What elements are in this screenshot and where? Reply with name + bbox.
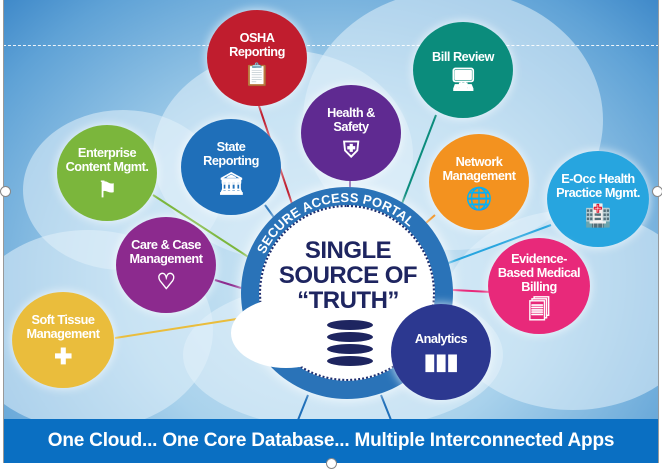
monitor-billing-icon: 🖥 xyxy=(449,66,477,92)
app-label: Care & Case Management xyxy=(129,236,203,266)
portal-label: SECURE ACCESS PORTAL xyxy=(254,190,418,256)
app-label: Evidence-Based Medical Billing xyxy=(497,250,581,294)
app-label: State Reporting xyxy=(203,138,259,168)
connector-evidence xyxy=(452,289,492,293)
first-aid-kit-icon: ✚ xyxy=(54,343,72,369)
app-analytics[interactable]: Analytics ▮▮▮ xyxy=(391,304,491,400)
app-label: OSHA Reporting xyxy=(229,29,285,59)
center-title-line: SOURCE OF xyxy=(278,262,418,289)
resize-handle-left[interactable] xyxy=(0,186,11,197)
cloud-shape xyxy=(231,298,341,368)
connector-bottom xyxy=(297,394,309,421)
clipboard-check-icon: 📋 xyxy=(243,61,271,87)
documents-icon: 🗐 xyxy=(528,296,550,322)
app-care-case-management[interactable]: Care & Case Management♡ xyxy=(116,217,216,313)
heart-hand-icon: ♡ xyxy=(156,268,176,294)
government-building-icon: 🏛 xyxy=(217,170,245,196)
clinic-icon: 🏥 xyxy=(584,202,612,228)
app-label: Enterprise Content Mgmt. xyxy=(65,144,149,174)
database-icon xyxy=(327,320,373,368)
bar-chart-icon: ▮▮▮ xyxy=(423,348,459,374)
app-label: Soft Tissue Management xyxy=(26,311,100,341)
resize-handle-bottom[interactable] xyxy=(326,458,337,469)
app-soft-tissue-management[interactable]: Soft Tissue Management✚ xyxy=(12,292,114,388)
center-title-line: SINGLE xyxy=(304,237,392,264)
connector-soft-tissue xyxy=(114,317,244,339)
app-e-occ-health[interactable]: E-Occ Health Practice Mgmt.🏥 xyxy=(547,151,649,247)
portal-label-arc: SECURE ACCESS PORTAL xyxy=(254,190,418,256)
medical-shield-icon: ⛨ xyxy=(343,136,359,162)
app-health-safety[interactable]: Health & Safety⛨ xyxy=(301,85,401,181)
connector-care-case xyxy=(214,279,242,289)
app-osha-reporting[interactable]: OSHA Reporting📋 xyxy=(207,10,307,106)
app-network-management[interactable]: Network Management🌐 xyxy=(429,134,529,230)
app-label: Network Management xyxy=(442,153,516,183)
portal-label-text: SECURE ACCESS PORTAL xyxy=(254,190,418,256)
app-label: E-Occ Health Practice Mgmt. xyxy=(556,170,640,200)
app-enterprise-content-mgmt[interactable]: Enterprise Content Mgmt.⚑ xyxy=(57,125,157,221)
tagline-banner: One Cloud... One Core Database... Multip… xyxy=(3,419,659,463)
guide-line xyxy=(3,45,659,46)
app-evidence-based-billing[interactable]: Evidence-Based Medical Billing🗐 xyxy=(488,238,590,334)
network-globe-icon: 🌐 xyxy=(465,185,493,211)
app-state-reporting[interactable]: State Reporting🏛 xyxy=(181,119,281,215)
app-label: Analytics xyxy=(414,330,468,346)
app-bill-review[interactable]: Bill Review 🖥 xyxy=(413,22,513,118)
infographic-canvas: SINGLE SOURCE OF “TRUTH” OSHA Reporting📋… xyxy=(3,0,659,463)
resize-handle-right[interactable] xyxy=(652,186,662,197)
app-label: Health & Safety xyxy=(327,104,375,134)
center-title: SINGLE SOURCE OF “TRUTH” xyxy=(265,238,431,313)
connector-e-occ xyxy=(442,224,552,266)
connector-bottom xyxy=(380,394,392,421)
content-sign-icon: ⚑ xyxy=(97,176,117,202)
center-title-line: “TRUTH” xyxy=(297,287,399,314)
connector-enterprise xyxy=(152,194,254,261)
app-label: Bill Review xyxy=(432,48,494,64)
